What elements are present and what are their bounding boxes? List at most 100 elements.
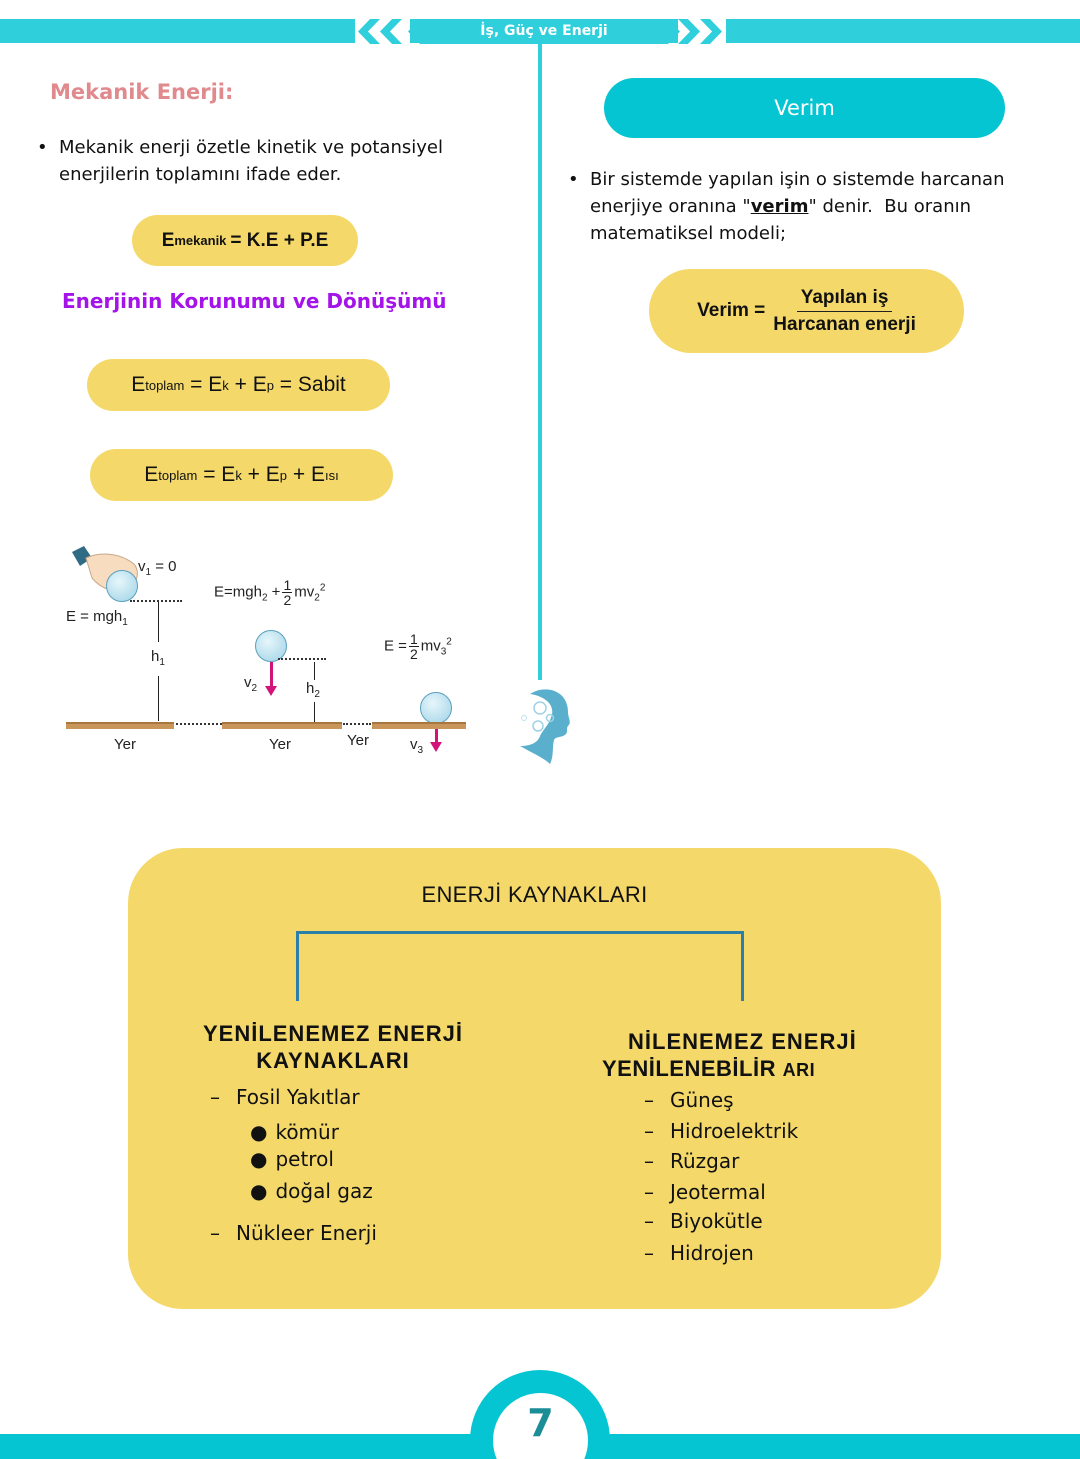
renewable-item: –Hidrojen (644, 1241, 754, 1265)
heading-line: YENİLENEMEZ ENERJİ (202, 1021, 464, 1046)
h2-label: h2 (306, 680, 320, 700)
h1-arrow-top (158, 602, 159, 642)
non-renewable-item: –Fosil Yakıtlar (210, 1085, 360, 1109)
renewable-item: –Biyokütle (644, 1209, 763, 1233)
formula-subscript: k (222, 377, 229, 393)
formula-denominator: Harcanan enerji (773, 313, 916, 335)
height-marker-1 (130, 600, 182, 602)
formula-lhs: Verim = (697, 300, 766, 321)
renewable-item: –Hidroelektrik (644, 1119, 799, 1143)
bullet-text-part: enerjiye oranına " (590, 196, 751, 217)
bullet-icon: ● (250, 1179, 268, 1203)
heading-line: KAYNAKLARI (256, 1048, 410, 1073)
renewable-heading-overlap: NİLENEMEZ ENERJİ (628, 1029, 857, 1054)
energy-sources-title: ENERJİ KAYNAKLARI (421, 882, 648, 907)
formula-subscript: mekanik (174, 233, 227, 248)
formula-numerator: Yapılan iş (796, 287, 893, 312)
h1-arrow-bottom (158, 676, 159, 721)
v2-arrow (265, 662, 277, 696)
formula-part: = E (197, 463, 236, 486)
formula-part: + E (287, 463, 325, 486)
dash-icon: – (644, 1088, 654, 1112)
formula-part: = E (184, 373, 223, 396)
tree-bracket (296, 931, 744, 1001)
bullet-line: matematiksel modeli; (590, 223, 787, 244)
dash-icon: – (210, 1221, 220, 1245)
dash-icon: – (644, 1149, 654, 1173)
ground-gap-1 (176, 723, 222, 725)
verim-heading: Verim (604, 78, 1005, 138)
ball-1 (106, 570, 138, 602)
dash-icon: – (644, 1241, 654, 1265)
verim-keyword: verim (750, 196, 809, 217)
energy-sources-box: ENERJİ KAYNAKLARI YENİLENEMEZ ENERJİ KAY… (128, 848, 941, 1309)
fossil-subitem: ●doğal gaz (250, 1179, 373, 1203)
brain-head-logo-icon (520, 689, 570, 764)
bullet-text-part: " denir. Bu oranın (808, 196, 972, 217)
bullet-line: enerjilerin toplamını ifade eder. (59, 164, 342, 185)
ground-label: Yer (114, 736, 136, 753)
ground-1 (66, 722, 174, 729)
formula-symbol: E (144, 463, 159, 486)
bullet-icon: • (37, 137, 48, 158)
formula-subscript: k (235, 467, 242, 483)
formula-subscript: p (279, 467, 288, 483)
non-renewable-heading: YENİLENEMEZ ENERJİ KAYNAKLARI (188, 1020, 478, 1074)
ground-label: Yer (269, 736, 291, 753)
ball-2 (255, 630, 287, 662)
formula-rhs: = K.E + P.E (230, 229, 329, 251)
dash-icon: – (644, 1209, 654, 1233)
v2-label: v2 (244, 674, 258, 694)
renewable-item: –Güneş (644, 1088, 734, 1112)
formula-verim: Verim = Yapılan iş Harcanan enerji (649, 269, 964, 353)
formula-subscript: ısı (324, 467, 339, 483)
bullet-line: Bir sistemde yapılan işin o sistemde har… (590, 169, 1005, 190)
column-divider (538, 43, 542, 680)
verim-definition-bullet: • Bir sistemde yapılan işin o sistemde h… (568, 166, 1005, 247)
bullet-line: Mekanik enerji özetle kinetik ve potansi… (59, 137, 443, 158)
v3-arrow (430, 724, 442, 752)
h2-arrow-bottom (314, 702, 315, 722)
v3-label: v3 (410, 736, 424, 756)
ball-3 (420, 692, 452, 724)
dash-icon: – (644, 1180, 654, 1204)
renewable-item: –Rüzgar (644, 1149, 740, 1173)
bullet-line: enerjiye oranına "verim" denir. Bu oranı… (590, 193, 1005, 220)
height-marker-2 (278, 658, 326, 660)
v1-label: v1 = 0 (138, 558, 177, 578)
renewable-item: –Jeotermal (644, 1180, 766, 1204)
formula-subscript: p (266, 377, 274, 393)
ground-gap-2 (343, 723, 371, 725)
formula-part: + E (228, 373, 267, 396)
formula-symbol: E (161, 229, 175, 251)
h2-arrow-top (314, 662, 315, 680)
formula-subscript: toplam (145, 377, 185, 393)
h1-label: h1 (151, 648, 165, 668)
ground-3 (372, 722, 466, 729)
header-title: İş, Güç ve Enerji (408, 19, 680, 44)
fossil-subitem: ●kömür (250, 1120, 339, 1144)
formula-subscript: toplam (158, 467, 198, 483)
formula-fraction: Yapılan iş Harcanan enerji (773, 287, 916, 336)
dash-icon: – (210, 1085, 220, 1109)
renewable-heading: YENİLENEBİLİR ARI (602, 1056, 816, 1081)
bullet-icon: ● (250, 1120, 268, 1144)
ground-2 (222, 722, 342, 729)
dash-icon: – (644, 1119, 654, 1143)
mekanik-enerji-bullet: • Mekanik enerji özetle kinetik ve potan… (37, 134, 443, 188)
formula-symbol: E (131, 373, 146, 396)
formula-part: = Sabit (273, 373, 346, 396)
formula-part: + E (241, 463, 280, 486)
enerji-korunumu-heading: Enerjinin Korunumu ve Dönüşümü (62, 289, 447, 313)
bullet-icon: ● (250, 1147, 268, 1171)
ground-label: Yer (347, 732, 369, 749)
e1-label: E = mgh1 (66, 608, 128, 628)
non-renewable-item: –Nükleer Enerji (210, 1221, 377, 1245)
mekanik-enerji-heading: Mekanik Enerji: (50, 80, 234, 104)
